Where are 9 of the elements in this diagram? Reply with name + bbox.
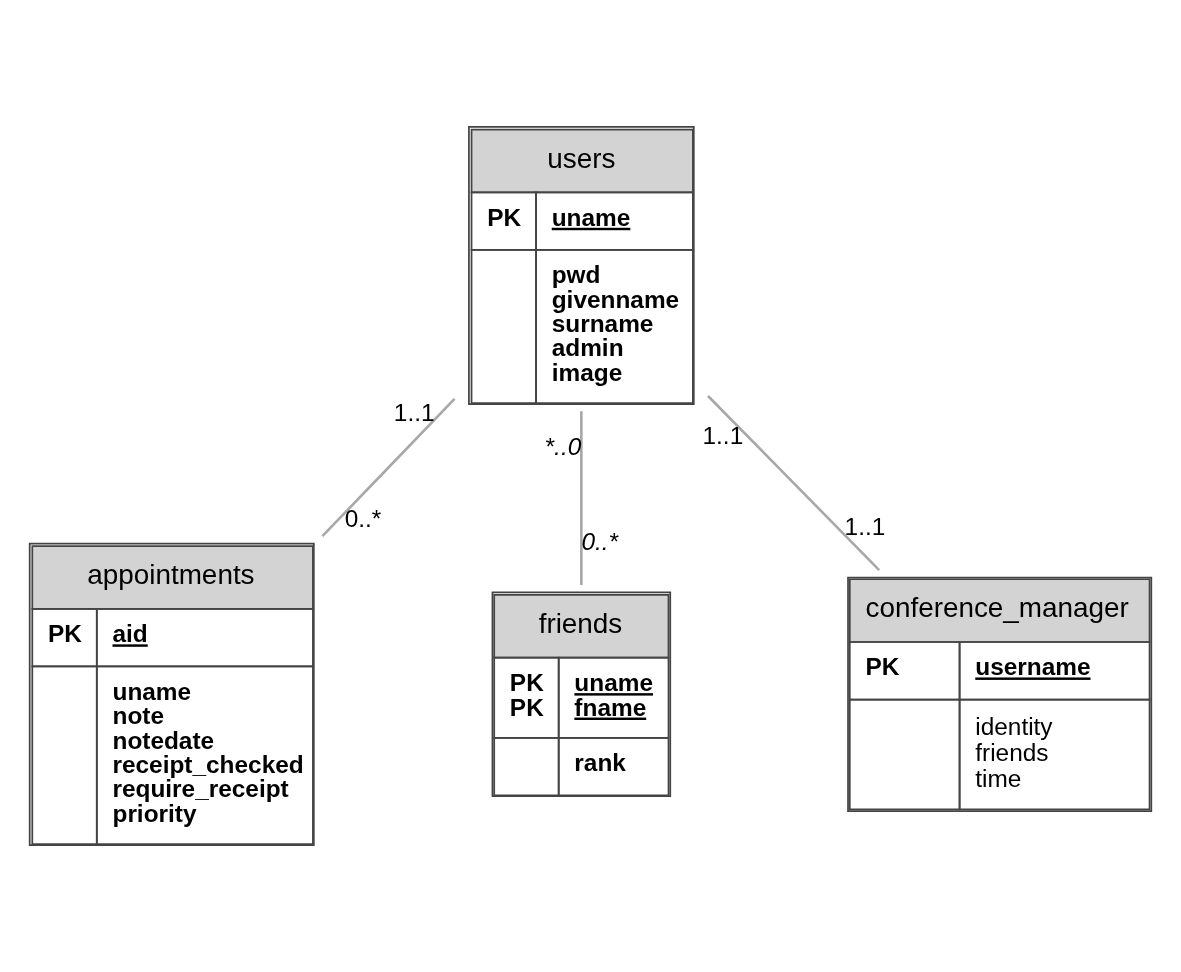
connector bbox=[321, 398, 456, 538]
label: 0..* bbox=[344, 504, 382, 532]
label: 1..1 bbox=[393, 399, 435, 427]
label: 1..1 bbox=[702, 421, 744, 449]
connector bbox=[580, 411, 583, 585]
connector bbox=[707, 395, 881, 571]
label: *..0 bbox=[544, 433, 582, 461]
label: 0..* bbox=[581, 528, 619, 556]
label: 1..1 bbox=[844, 513, 886, 541]
